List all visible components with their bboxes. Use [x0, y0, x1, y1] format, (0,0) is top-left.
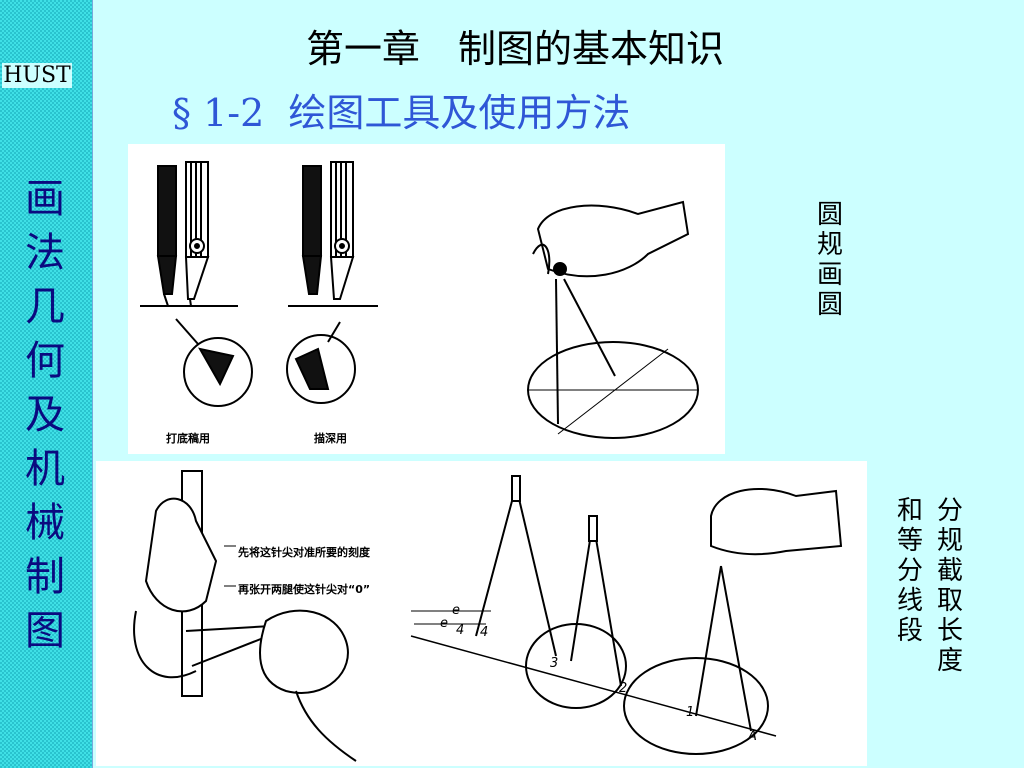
course-title-char: 几	[25, 284, 65, 330]
hand-icon	[710, 488, 843, 556]
point-label: 3	[550, 656, 558, 671]
hand-icon	[144, 497, 218, 613]
hand-icon	[259, 609, 349, 694]
pencil-label-trace: 描深用	[314, 431, 347, 445]
course-title-char: 械	[25, 500, 65, 546]
pencil-compass-illustration: 打底稿用 描深用	[140, 161, 699, 445]
caption-char: 段	[896, 616, 923, 646]
divider-illustration: 先将这针尖对准所要的刻度 再张开两腿使这针尖对“0” 3 2 1 A e e 4…	[133, 470, 843, 762]
course-title-char: 机	[25, 446, 65, 492]
caption-char: 规	[816, 230, 843, 260]
caption-char: 长	[936, 616, 963, 646]
course-title-char: 制	[25, 554, 65, 600]
top-illustration-panel: 打底稿用 描深用	[128, 144, 725, 454]
divider-caption-col-1: 分 规 截 取 长 度	[935, 496, 965, 676]
scale-label: e	[452, 603, 460, 618]
caption-char: 和	[896, 496, 923, 526]
left-sidebar: HUST 画 法 几 何 及 机 械 制 图	[0, 0, 93, 768]
caption-char: 分	[936, 496, 963, 526]
bottom-illustration-panel: 先将这针尖对准所要的刻度 再张开两腿使这针尖对“0” 3 2 1 A e e 4…	[96, 461, 867, 766]
caption-char: 等	[896, 526, 923, 556]
point-label: A	[747, 729, 757, 744]
course-title-char: 何	[25, 338, 65, 384]
scale-label: 4	[480, 625, 488, 640]
course-title-char: 画	[25, 176, 65, 222]
course-title-char: 及	[25, 392, 65, 438]
divider-instruction-1: 先将这针尖对准所要的刻度	[238, 545, 371, 559]
compass-caption: 圆 规 画 圆	[815, 200, 845, 320]
caption-char: 规	[936, 526, 963, 556]
pencil-label-sketch: 打底稿用	[166, 431, 210, 445]
vertical-course-title: 画 法 几 何 及 机 械 制 图	[20, 172, 70, 658]
point-label: 1	[686, 705, 694, 720]
pencil-lead-holder-icon	[302, 165, 322, 257]
point-label: 2	[619, 681, 627, 696]
caption-char: 线	[896, 586, 923, 616]
pencil-lead-holder-icon	[157, 165, 177, 257]
chapter-title: 第一章 制图的基本知识	[306, 27, 725, 71]
caption-char: 度	[936, 646, 963, 676]
scale-label: 4	[456, 623, 464, 638]
caption-char: 取	[936, 586, 963, 616]
caption-char: 截	[936, 556, 963, 586]
caption-char: 画	[816, 260, 843, 290]
course-title-char: 图	[25, 608, 65, 654]
caption-char: 圆	[816, 200, 843, 230]
caption-char: 圆	[816, 290, 843, 320]
brand-logo-text: HUST	[2, 63, 72, 88]
scale-label: e	[440, 616, 448, 631]
course-title-char: 法	[25, 230, 65, 276]
caption-char: 分	[896, 556, 923, 586]
divider-caption-col-2: 和 等 分 线 段	[895, 496, 925, 646]
divider-instruction-2: 再张开两腿使这针尖对“0”	[238, 582, 370, 596]
section-title: § 1-2 绘图工具及使用方法	[172, 91, 631, 135]
